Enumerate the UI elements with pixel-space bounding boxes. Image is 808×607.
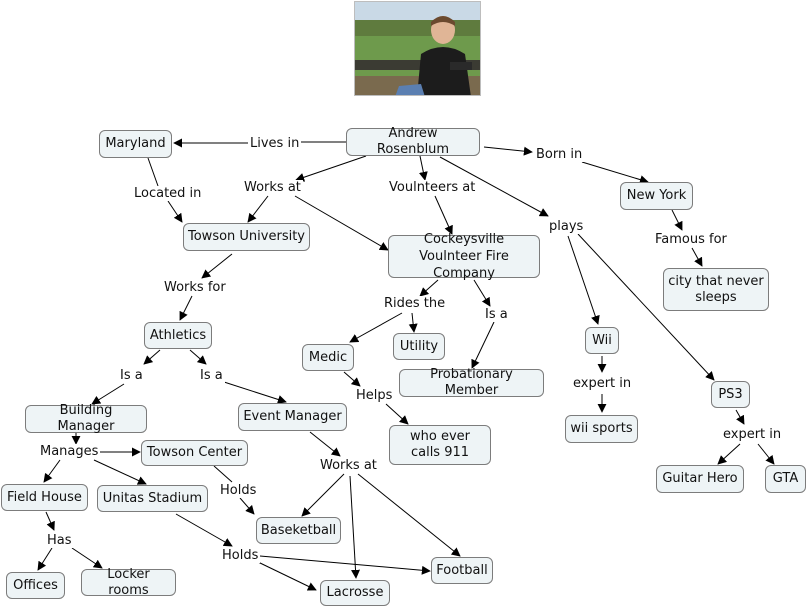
edge-arrow (439, 156, 549, 217)
node-towson-university[interactable]: Towson University (183, 223, 310, 251)
link-holds-stadium: Holds (220, 548, 261, 563)
node-event-manager[interactable]: Event Manager (238, 403, 347, 431)
edge-arrow (349, 312, 403, 343)
edge-arrow (717, 443, 741, 465)
link-rides-the: Rides the (382, 296, 448, 311)
edge-arrow (43, 459, 61, 483)
node-cockeysville-fire-company[interactable]: Cockeysville Voulnteer Fire Company (388, 232, 540, 281)
link-born-in: Born in (534, 147, 585, 162)
link-helps: Helps (354, 388, 395, 403)
node-city-that-never-sleeps[interactable]: city that never sleeps (663, 268, 769, 311)
link-manages: Manages (38, 444, 101, 459)
edge-arrow (189, 349, 207, 365)
link-has: Has (45, 533, 74, 548)
node-building-manager[interactable]: Building Manager (25, 403, 147, 434)
link-is-a-event: Is a (198, 368, 225, 383)
edge-arrow (471, 321, 495, 369)
node-field-house[interactable]: Field House (1, 484, 88, 511)
edge-arrow (179, 295, 193, 321)
edge (213, 465, 233, 483)
node-lacrosse[interactable]: Lacrosse (320, 580, 390, 606)
edge-arrow (301, 473, 345, 517)
edge-arrow (567, 235, 600, 325)
edge-arrow (581, 161, 649, 184)
node-utility[interactable]: Utility (393, 333, 445, 360)
node-gta[interactable]: GTA (765, 465, 806, 493)
node-football[interactable]: Football (431, 557, 493, 584)
node-new-york[interactable]: New York (620, 182, 693, 210)
link-works-at-event: Works at (318, 458, 379, 473)
node-athletics[interactable]: Athletics (144, 322, 212, 349)
edge-arrow (418, 155, 428, 181)
node-locker-rooms[interactable]: Locker rooms (81, 567, 176, 598)
edge-arrow (167, 200, 183, 223)
edge-arrow (201, 253, 233, 279)
edge-arrow (577, 233, 715, 381)
node-offices[interactable]: Offices (6, 572, 65, 599)
edge-arrow (434, 195, 453, 235)
link-holds-center: Holds (218, 483, 259, 498)
edge-arrow (343, 371, 361, 387)
node-probationary-member[interactable]: Probationary Member (399, 367, 544, 398)
edge-arrow (357, 473, 461, 557)
edge-arrow (259, 555, 431, 575)
link-works-at: Works at (242, 180, 303, 195)
link-voulnteers-at: Voulnteers at (387, 180, 478, 195)
person-photo (354, 1, 481, 96)
edge-arrow (93, 459, 147, 485)
edge-arrow (71, 547, 103, 569)
edge-arrow (735, 409, 745, 425)
edge-arrow (757, 443, 775, 465)
edge-arrow (295, 155, 367, 182)
edge-arrow (223, 381, 287, 404)
edge-arrow (385, 403, 409, 425)
edge-arrow (691, 247, 703, 267)
edge-arrow (419, 279, 439, 297)
edge-arrow (143, 349, 161, 365)
node-ps3[interactable]: PS3 (711, 381, 750, 408)
edge-arrow (247, 195, 269, 223)
person-photo-icon (355, 2, 480, 95)
node-andrew-rosenblum[interactable]: Andrew Rosenblum (346, 126, 480, 157)
edge-arrow (408, 312, 418, 333)
link-expert-in-wii: expert in (571, 376, 634, 391)
link-lives-in: Lives in (248, 136, 302, 151)
link-is-a-building: Is a (118, 368, 145, 383)
node-unitas-stadium[interactable]: Unitas Stadium (97, 485, 208, 512)
node-maryland[interactable]: Maryland (99, 130, 172, 158)
link-plays: plays (547, 219, 586, 234)
node-medic[interactable]: Medic (302, 344, 354, 371)
edge-arrow (37, 547, 53, 571)
edge-arrow (239, 497, 255, 515)
link-is-a-member: Is a (483, 307, 510, 322)
edge-arrow (671, 209, 683, 231)
edge-arrow (473, 279, 491, 307)
edge-arrow (309, 431, 341, 457)
link-expert-in-ps3: expert in (721, 427, 784, 442)
edge-arrow (349, 475, 361, 579)
node-towson-center[interactable]: Towson Center (141, 440, 248, 466)
node-baseketball[interactable]: Baseketball (256, 517, 341, 544)
edge (147, 157, 159, 187)
link-works-for: Works for (162, 280, 228, 295)
edge-arrow (294, 195, 389, 251)
edge-arrow (91, 383, 125, 405)
link-located-in: Located in (132, 186, 204, 201)
node-wii-sports[interactable]: wii sports (565, 415, 638, 443)
link-famous-for: Famous for (653, 232, 729, 247)
edge-arrow (483, 146, 533, 156)
node-wii[interactable]: Wii (585, 327, 619, 354)
edge-arrow (257, 561, 317, 591)
node-who-ever-calls-911[interactable]: who ever calls 911 (389, 425, 491, 465)
node-guitar-hero[interactable]: Guitar Hero (656, 465, 744, 493)
edge-arrow (45, 511, 55, 531)
edge-arrow (175, 513, 233, 547)
